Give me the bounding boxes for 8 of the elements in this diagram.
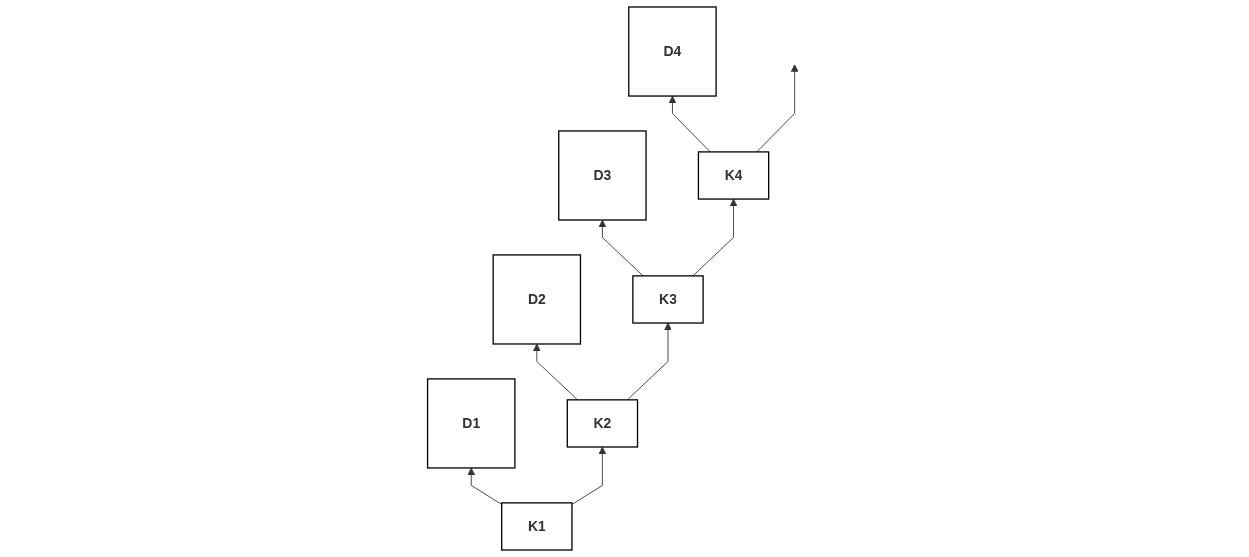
node-box: D1 (427, 378, 516, 469)
node-box: K4 (698, 151, 770, 200)
node-box: D2 (492, 254, 582, 345)
node-box: K3 (632, 275, 704, 324)
node-box: K2 (566, 399, 639, 448)
node-box: K1 (501, 502, 573, 551)
node-box: D3 (558, 130, 647, 221)
node-box: D4 (628, 6, 717, 97)
